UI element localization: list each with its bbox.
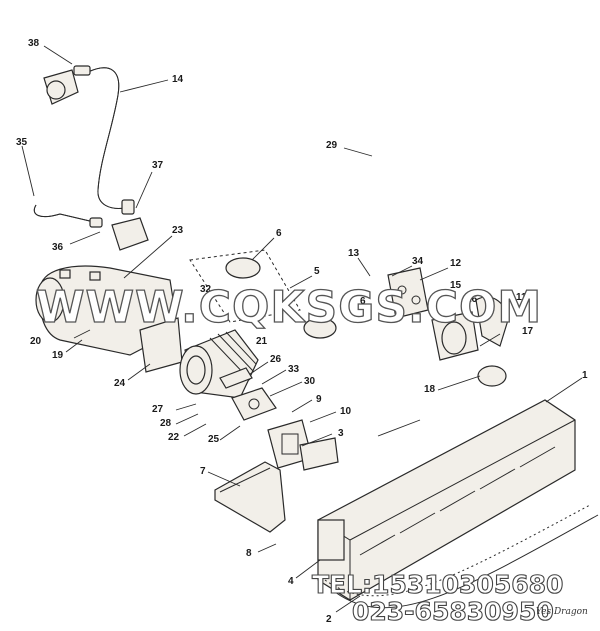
- clamps-and-gaskets-drawing: [219, 257, 507, 471]
- callout-29: 29: [326, 140, 338, 151]
- callout-32: 32: [200, 284, 212, 295]
- callout-2: 2: [326, 614, 332, 625]
- callout-19: 19: [52, 350, 64, 361]
- callout-26: 26: [270, 354, 282, 365]
- heat-shield-drawing: [214, 461, 286, 533]
- signature-mark: Yes Dragon: [536, 607, 588, 617]
- callout-28: 28: [160, 418, 172, 429]
- callout-labels: 38 14 35 37 29 36 23 6 13 34 12 5 32 15 …: [16, 38, 588, 625]
- callout-16: 16: [466, 294, 478, 305]
- callout-34: 34: [412, 256, 424, 267]
- callout-12: 12: [450, 258, 462, 269]
- callout-35: 35: [16, 137, 28, 148]
- exhaust-manifold-drawing: [317, 399, 599, 609]
- callout-23: 23: [172, 225, 184, 236]
- callout-38: 38: [28, 38, 40, 49]
- outlet-connection-drawing: [387, 267, 509, 361]
- tube-assembly-drawing: [33, 65, 149, 251]
- watermark-site: WWW.CQKSGS.COM: [36, 282, 542, 333]
- callout-30: 30: [304, 376, 316, 387]
- callout-25: 25: [208, 434, 220, 445]
- callout-6-top: 6: [276, 228, 282, 239]
- callout-6-mid: 6: [360, 296, 366, 307]
- watermark: WWW.CQKSGS.COM TEL:15310305680 023-65830…: [35, 281, 564, 626]
- callout-9: 9: [316, 394, 322, 405]
- leader-lines: [21, 45, 583, 613]
- callout-37: 37: [152, 160, 164, 171]
- callout-11: 11: [516, 292, 527, 303]
- callout-36: 36: [52, 242, 64, 253]
- callout-3: 3: [338, 428, 344, 439]
- callout-13: 13: [348, 248, 360, 259]
- callout-24: 24: [114, 378, 126, 389]
- watermark-phone: 023-65830950: [352, 597, 554, 626]
- callout-10: 10: [340, 406, 352, 417]
- callout-7: 7: [200, 466, 206, 477]
- callout-21: 21: [256, 336, 268, 347]
- callout-15: 15: [450, 280, 462, 291]
- callout-5: 5: [314, 266, 320, 277]
- callout-20: 20: [30, 336, 42, 347]
- callout-1: 1: [582, 370, 588, 381]
- callout-33: 33: [288, 364, 300, 375]
- callout-4: 4: [288, 576, 294, 587]
- callout-17: 17: [522, 326, 534, 337]
- callout-14: 14: [172, 74, 184, 85]
- watermark-tel: TEL:15310305680: [312, 570, 563, 599]
- callout-18: 18: [424, 384, 436, 395]
- callout-8: 8: [246, 548, 252, 559]
- callout-27: 27: [152, 404, 164, 415]
- callout-22: 22: [168, 432, 180, 443]
